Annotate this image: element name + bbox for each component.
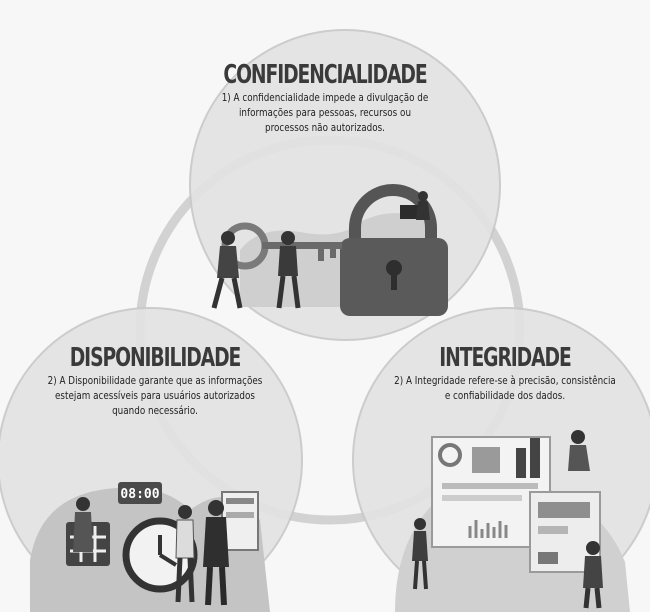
confidencialidade-title: CONFIDENCIALIDADE xyxy=(223,60,427,90)
digital-clock-sign: 08:00 xyxy=(118,482,162,504)
disponibilidade-description: 2) A Disponibilidade garante que as info… xyxy=(35,373,275,418)
person-figure-7 xyxy=(583,541,603,609)
person-figure-5 xyxy=(203,500,229,606)
integridade-title: INTEGRIDADE xyxy=(439,343,571,373)
integridade-section: INTEGRIDADE 2) A Integridade refere-se à… xyxy=(355,343,650,403)
integridade-line-1: 2) A Integridade refere-se à precisão, c… xyxy=(394,374,616,387)
person-figure-4 xyxy=(175,505,195,603)
disponibilidade-line-1: 2) A Disponibilidade garante que as info… xyxy=(47,374,263,387)
integridade-line-2: e confiabilidade dos dados. xyxy=(444,389,566,402)
confidencialidade-line-2: informações para pessoas, recursos ou xyxy=(238,106,412,119)
disponibilidade-line-3: quando necessário. xyxy=(112,404,198,417)
confidencialidade-line-1: 1) A confidencialidade impede a divulgaç… xyxy=(221,91,429,104)
integridade-description: 2) A Integridade refere-se à precisão, c… xyxy=(385,373,625,403)
confidencialidade-section: CONFIDENCIALIDADE 1) A confidencialidade… xyxy=(165,60,485,135)
confidencialidade-line-3: processos não autorizados. xyxy=(265,121,385,134)
disponibilidade-title: DISPONIBILIDADE xyxy=(69,343,242,373)
person-figure-2 xyxy=(276,231,301,309)
person-with-laptop-icon xyxy=(568,430,590,471)
person-figure-1 xyxy=(211,231,243,309)
bar-chart-icon xyxy=(516,438,540,478)
disponibilidade-section: DISPONIBILIDADE 2) A Disponibilidade gar… xyxy=(5,343,305,418)
person-with-laptop-icon xyxy=(416,191,430,220)
clock-time: 08:00 xyxy=(120,487,159,502)
confidencialidade-description: 1) A confidencialidade impede a divulgaç… xyxy=(197,90,453,135)
person-figure-3 xyxy=(73,497,93,552)
person-figure-6 xyxy=(412,518,428,590)
disponibilidade-line-2: estejam acessíveis para usuários autoriz… xyxy=(55,389,255,402)
